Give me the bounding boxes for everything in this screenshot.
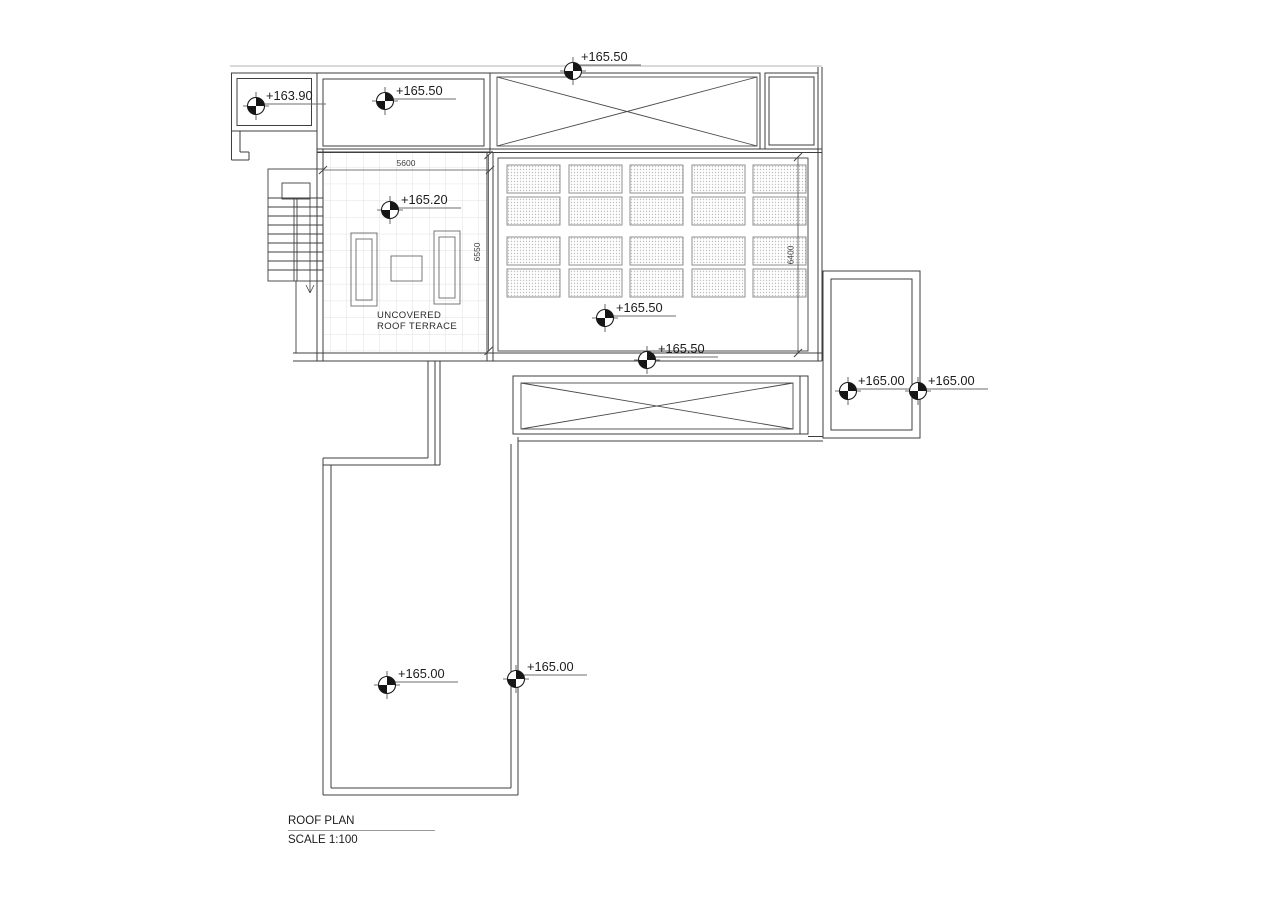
roof-panel (752, 164, 807, 194)
roof-panel (629, 236, 684, 266)
level-label: +165.50 (658, 341, 705, 356)
level-marker: +165.00 (374, 666, 458, 699)
roof-panel (568, 196, 623, 226)
level-label: +165.00 (858, 373, 905, 388)
roof-panel (691, 268, 746, 298)
level-label: +165.50 (396, 83, 443, 98)
level-marker: +165.00 (503, 659, 587, 693)
roof-panel (506, 268, 561, 298)
terrace-label: UNCOVERED ROOF TERRACE (377, 310, 457, 332)
terrace-label-line2: ROOF TERRACE (377, 321, 457, 332)
roof-panel (506, 236, 561, 266)
terrace-furniture (350, 230, 461, 307)
level-marker: +165.20 (377, 192, 461, 224)
roof-panel (691, 164, 746, 194)
roof-panel (506, 164, 561, 194)
level-label: +163.90 (266, 88, 313, 103)
roof-panel (752, 236, 807, 266)
roof-panel (691, 236, 746, 266)
level-label: +165.20 (401, 192, 448, 207)
sofa-right (433, 230, 461, 305)
pergola-lower (520, 382, 794, 430)
level-marker: +165.50 (372, 83, 456, 115)
roof-panel (568, 164, 623, 194)
title-block: ROOF PLAN SCALE 1:100 (288, 815, 435, 846)
dim-6550: 6550 (472, 242, 482, 261)
level-marker: +165.50 (634, 341, 718, 374)
pergola-top (496, 76, 758, 147)
level-marker: +163.90 (243, 88, 326, 120)
terrace-label-line1: UNCOVERED (377, 310, 441, 321)
drawing-title: ROOF PLAN (288, 815, 354, 827)
roof-panel (752, 268, 807, 298)
dim-5600: 5600 (397, 158, 416, 168)
roof-panel (568, 268, 623, 298)
roof-panel (691, 196, 746, 226)
level-label: +165.00 (527, 659, 574, 674)
sofa-left (350, 232, 378, 307)
dim-6400: 6400 (786, 245, 796, 264)
level-marker: +165.50 (592, 300, 676, 332)
dimension-labels: 5600 6550 6400 (397, 158, 796, 264)
roof-panel (506, 196, 561, 226)
roof-panel (568, 236, 623, 266)
roof-panels (506, 164, 807, 298)
roof-panel (629, 196, 684, 226)
level-label: +165.50 (616, 300, 663, 315)
roof-panel (629, 164, 684, 194)
roof-panel (752, 196, 807, 226)
level-label: +165.00 (928, 373, 975, 388)
staircase (267, 168, 324, 353)
level-marker: +165.00 (835, 373, 918, 405)
roof-panel (629, 268, 684, 298)
level-label: +165.50 (581, 49, 628, 64)
level-marker: +165.50 (560, 49, 641, 85)
dimension-lines (318, 150, 803, 358)
level-marker: +165.00 (905, 373, 988, 405)
drawing-scale: SCALE 1:100 (288, 834, 358, 846)
coffee-table (390, 255, 423, 282)
wall-lines (230, 65, 921, 796)
level-label: +165.00 (398, 666, 445, 681)
level-markers-layer: +163.90 +165.50 +165.50 +165.20 +165.50 +165.… (243, 49, 988, 699)
